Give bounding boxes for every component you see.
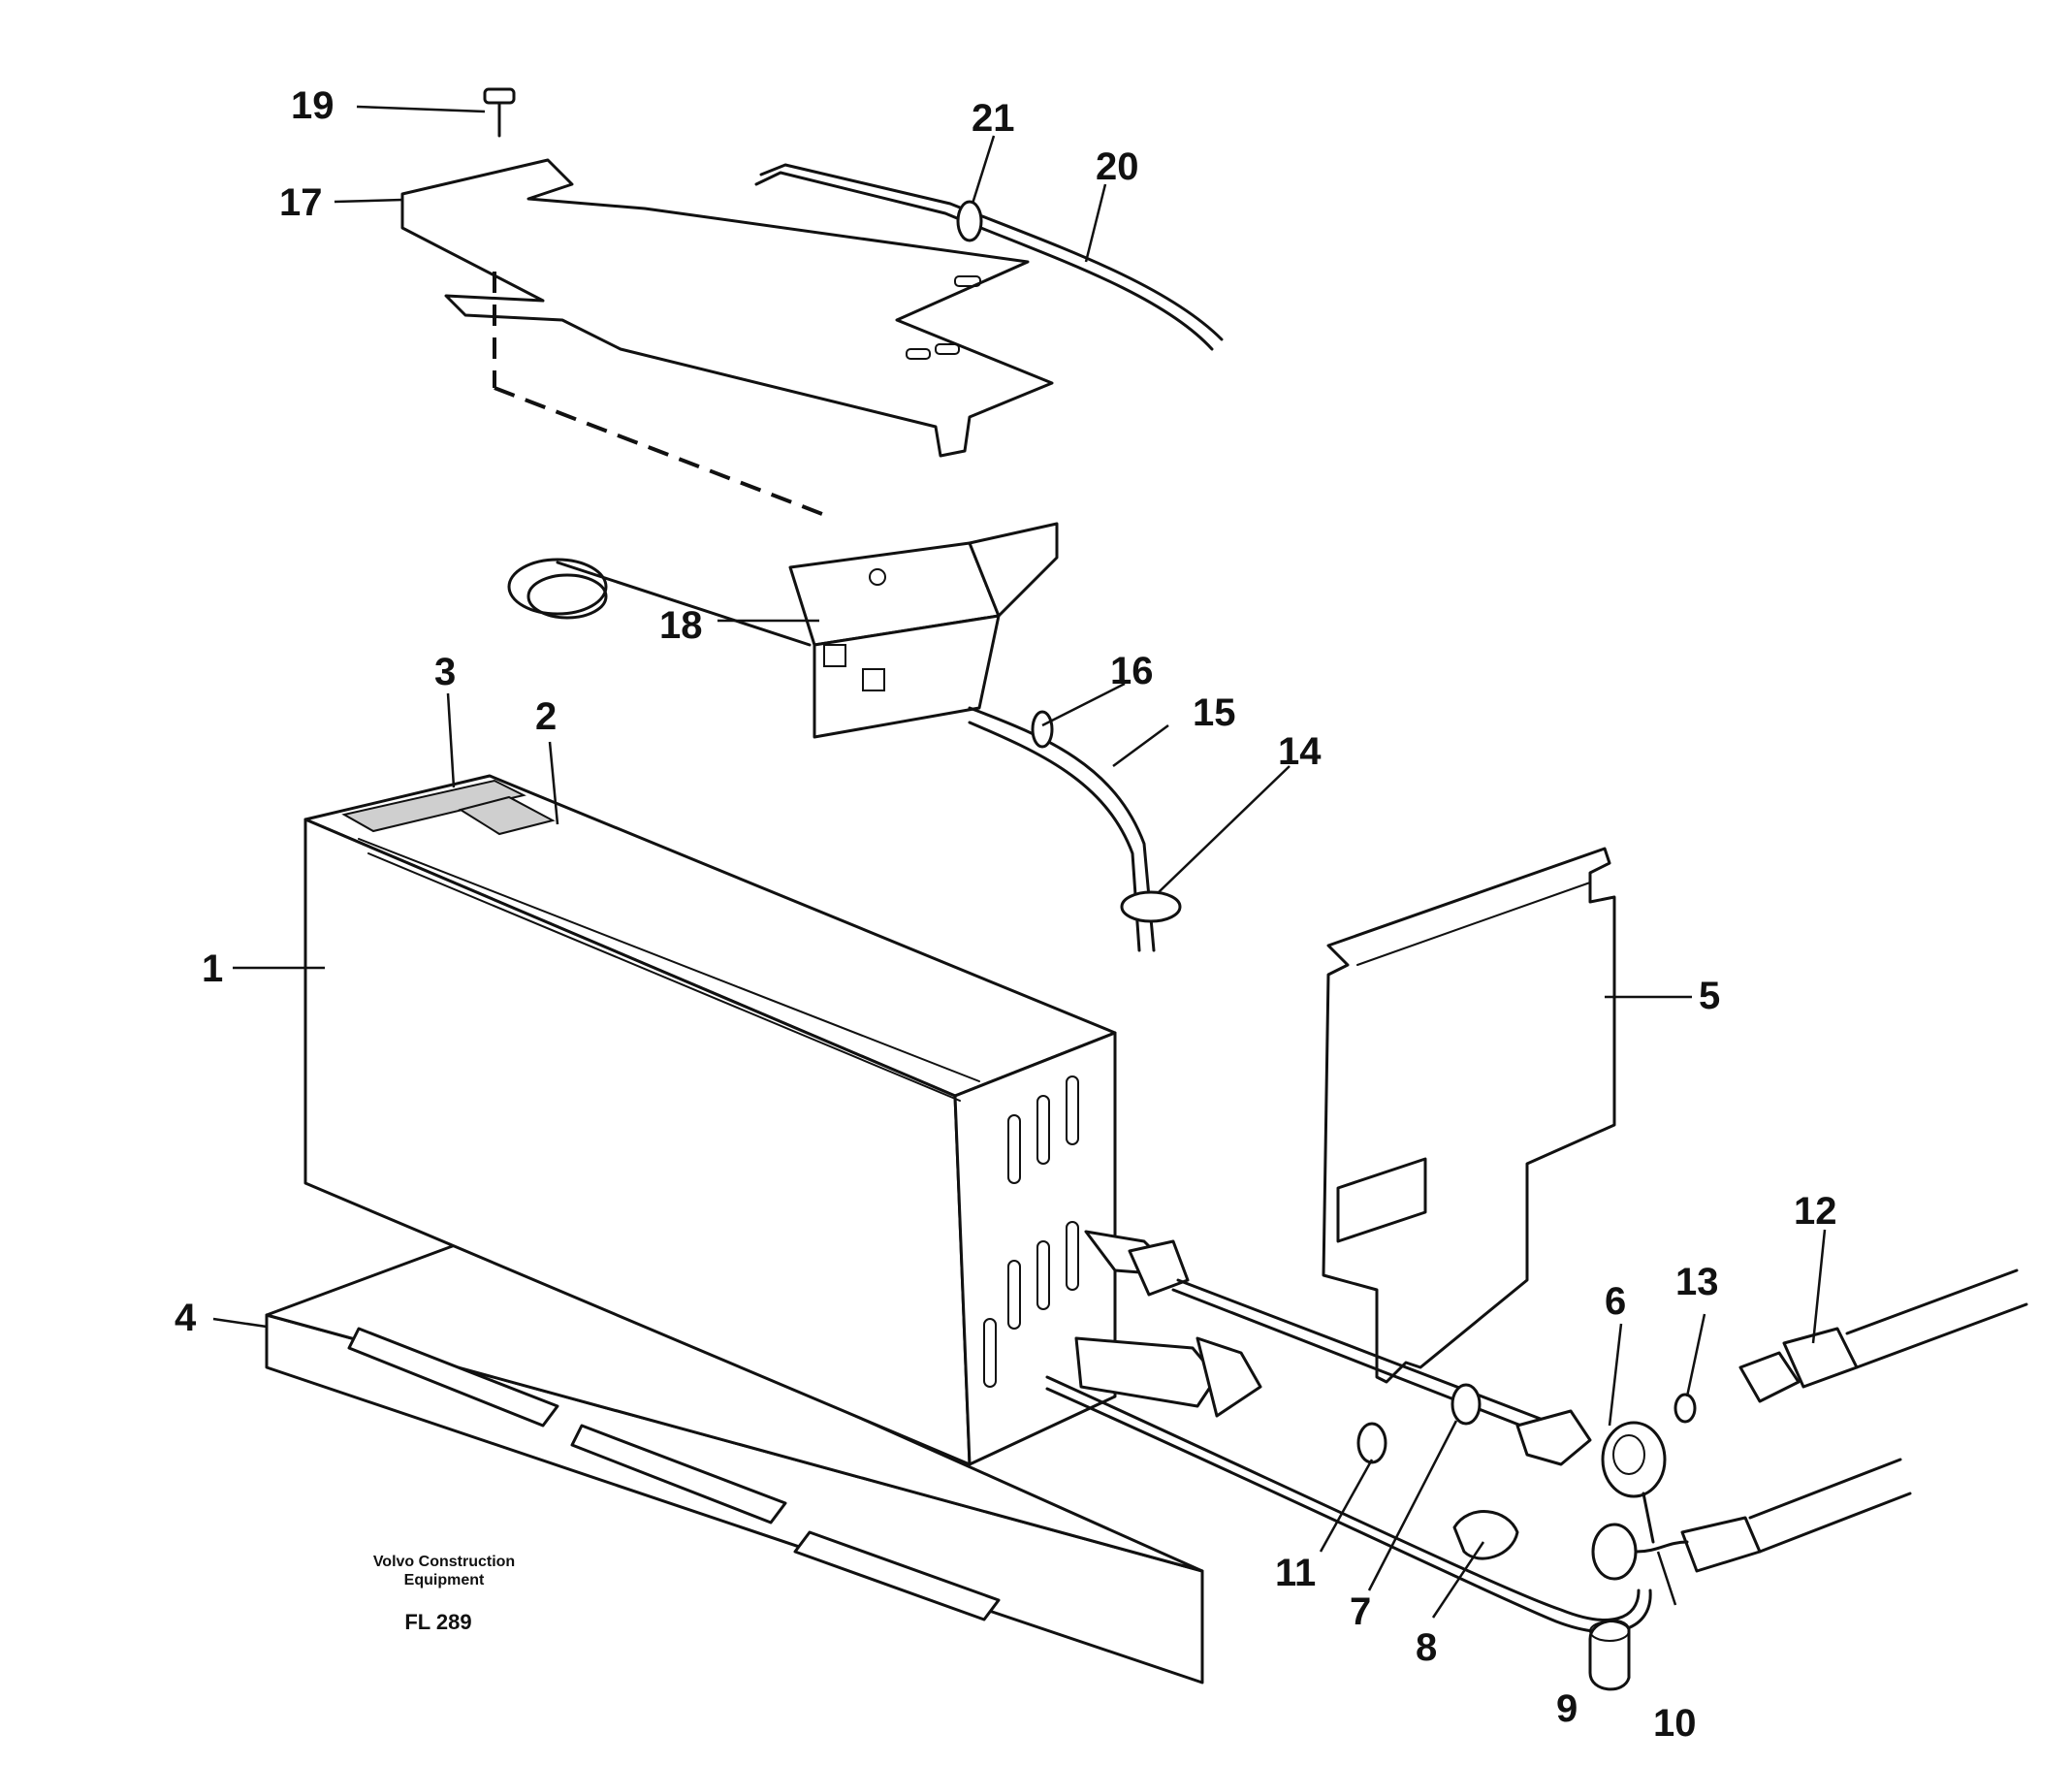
callout-5: 5 [1699,975,1720,1017]
part-2-foam-strip [458,795,556,836]
callout-15: 15 [1193,691,1236,734]
part-16-tie [1031,710,1054,749]
callout-18: 18 [659,604,703,647]
callout-8: 8 [1416,1626,1437,1669]
callout-17: 17 [279,181,323,224]
leader-lines [212,105,1827,1619]
part-1-heater-housing [303,774,1117,1466]
callout-20: 20 [1096,145,1139,188]
callout-labels: 19 17 21 20 18 16 15 14 3 2 1 5 4 11 7 8… [175,84,1837,1745]
callout-7: 7 [1350,1590,1371,1633]
part-3-foam-strip [341,779,526,833]
part-17-mounting-bracket [400,158,1054,516]
part-13-o-ring [1674,1393,1697,1424]
part-12-hose [1738,1268,2028,1403]
company-name-line2: Equipment [404,1572,485,1588]
callout-2: 2 [535,695,557,738]
part-4-base-plate [265,1239,1204,1685]
part-9-sleeve [1588,1619,1631,1691]
part-15-capillary-tube [968,706,1156,952]
part-11-washer [1356,1422,1387,1464]
callout-1: 1 [202,947,223,990]
callout-6: 6 [1605,1280,1626,1323]
callout-12: 12 [1794,1190,1837,1233]
callout-19: 19 [291,84,335,127]
footer: Volvo Construction Equipment FL 289 [373,1554,515,1634]
part-21-clamp [956,200,983,242]
callout-16: 16 [1110,650,1154,692]
company-name-line1: Volvo Construction [373,1554,515,1570]
part-7-washer [1450,1383,1482,1426]
callout-13: 13 [1675,1261,1719,1303]
lower-connection-pipe [1045,1336,1652,1634]
part-5-cover-plate [1322,847,1616,1384]
callout-21: 21 [972,97,1015,140]
callout-9: 9 [1556,1687,1578,1730]
callout-3: 3 [434,651,456,693]
part-8-clip [1452,1510,1519,1560]
callout-11: 11 [1275,1552,1316,1594]
part-18-thermostat [507,522,1059,739]
part-10-hose [1591,1458,1912,1581]
upper-connection-pipe [1084,1230,1573,1447]
callout-14: 14 [1278,730,1322,773]
figure-code: FL 289 [404,1610,471,1634]
part-14-grommet [1120,890,1182,923]
callout-4: 4 [175,1297,197,1339]
part-19-screw [483,87,516,138]
part-6-valve [1515,1409,1667,1544]
callout-10: 10 [1653,1702,1697,1745]
